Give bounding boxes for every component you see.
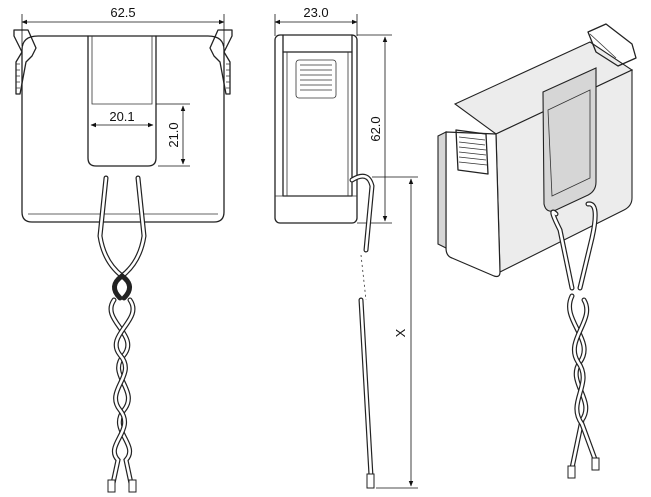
iso-window bbox=[542, 67, 597, 212]
isometric-view bbox=[437, 23, 637, 479]
front-view: 62.5 20.1 21.0 bbox=[13, 5, 233, 493]
dim-depth: 23.0 bbox=[303, 5, 328, 20]
dim-width-overall: 62.5 bbox=[110, 5, 135, 20]
iso-vent bbox=[455, 129, 489, 175]
iso-clip-top bbox=[587, 23, 637, 67]
front-window bbox=[87, 35, 157, 167]
front-clip-left bbox=[13, 29, 37, 95]
side-vent bbox=[295, 59, 337, 99]
dim-window-width: 20.1 bbox=[109, 109, 134, 124]
front-body-outline bbox=[21, 35, 225, 223]
iso-leads bbox=[550, 201, 600, 479]
iso-front-face bbox=[445, 131, 501, 278]
dim-window-height: 21.0 bbox=[166, 122, 181, 147]
side-lead bbox=[349, 173, 375, 489]
side-view: 23.0 62.0 X bbox=[274, 5, 418, 489]
dim-height-overall: 62.0 bbox=[368, 116, 383, 141]
front-clip-right bbox=[209, 29, 233, 95]
front-leads bbox=[97, 175, 147, 493]
dim-lead-length: X bbox=[393, 328, 408, 337]
side-body-outline bbox=[274, 34, 358, 224]
